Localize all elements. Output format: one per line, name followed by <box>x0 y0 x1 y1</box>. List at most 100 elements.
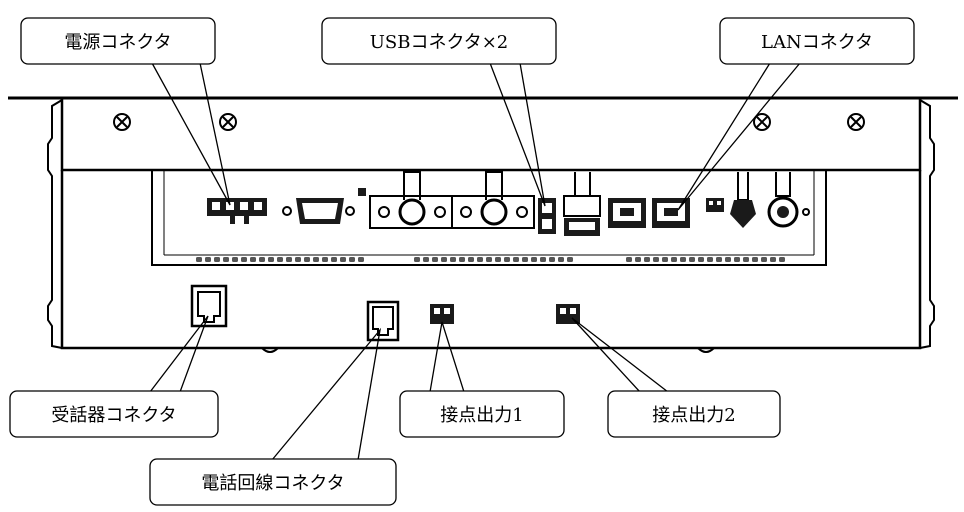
foot-left <box>261 347 279 353</box>
vent-slot <box>626 257 632 262</box>
ethernet-port-1 <box>608 198 646 228</box>
vent-slot <box>540 257 546 262</box>
vent-slot <box>423 257 429 262</box>
callout-lan-label: LANコネクタ <box>761 32 873 53</box>
vent-slot <box>558 257 564 262</box>
vent-slot <box>662 257 668 262</box>
callout-phone-line-label: 電話回線コネクタ <box>201 473 344 494</box>
vent-slot <box>513 257 519 262</box>
callout-handset: 受話器コネクタ <box>9 390 219 438</box>
vent-slot <box>689 257 695 262</box>
vent-slot <box>304 257 310 262</box>
callout-usb-label: USBコネクタ×2 <box>370 32 509 53</box>
screw-icon <box>113 113 131 131</box>
vent-slot <box>504 257 510 262</box>
vent-slot <box>205 257 211 262</box>
vent-slot <box>414 257 420 262</box>
vent-slot <box>196 257 202 262</box>
callout-contact2-label: 接点出力2 <box>652 405 735 426</box>
callout-contact1: 接点出力1 <box>399 390 565 438</box>
leader-phone-line <box>271 327 382 461</box>
handset-jack <box>190 284 228 328</box>
vent-slot <box>268 257 274 262</box>
vent-slot <box>486 257 492 262</box>
vent-slot <box>232 257 238 262</box>
vent-slots <box>196 257 785 262</box>
vent-slot <box>286 257 292 262</box>
vent-slot <box>522 257 528 262</box>
callout-power: 電源コネクタ <box>20 17 216 65</box>
leader-lan <box>677 62 801 211</box>
vent-slot <box>223 257 229 262</box>
vent-slot <box>680 257 686 262</box>
vent-slot <box>653 257 659 262</box>
callout-contact2: 接点出力2 <box>607 390 781 438</box>
screw-icon <box>219 113 237 131</box>
vent-slot <box>450 257 456 262</box>
bnc-module-2 <box>451 171 535 229</box>
vent-slot <box>752 257 758 262</box>
connector-panel <box>151 169 827 266</box>
power-terminal-block <box>207 198 267 224</box>
vent-slot <box>313 257 319 262</box>
vent-slot <box>349 257 355 262</box>
vent-slot <box>277 257 283 262</box>
device-chassis <box>8 96 958 353</box>
callout-lan: LANコネクタ <box>719 17 915 65</box>
vent-slot <box>734 257 740 262</box>
vent-slot <box>495 257 501 262</box>
left-flange <box>47 99 63 349</box>
vent-slot <box>432 257 438 262</box>
vent-slot <box>331 257 337 262</box>
chassis-lower-body <box>60 170 922 350</box>
bnc-module-1 <box>369 171 453 229</box>
vent-slot <box>250 257 256 262</box>
screw-icon <box>753 113 771 131</box>
antenna-connector-1 <box>730 172 756 228</box>
vent-slot <box>725 257 731 262</box>
vent-slot <box>716 257 722 262</box>
connector-panel-frame <box>151 170 827 266</box>
callout-usb: USBコネクタ×2 <box>321 17 557 65</box>
vent-slot <box>259 257 265 262</box>
serial-dsub-port <box>282 198 355 224</box>
vent-slot <box>340 257 346 262</box>
leader-contact2 <box>571 317 669 393</box>
vent-slot <box>567 257 573 262</box>
vent-slot <box>214 257 220 262</box>
vent-slot <box>358 257 364 262</box>
vent-slot <box>477 257 483 262</box>
contact-output-1-terminal <box>430 304 454 324</box>
vent-slot <box>549 257 555 262</box>
vent-slot <box>698 257 704 262</box>
leader-handset <box>149 315 209 393</box>
indicator-mark <box>358 188 366 196</box>
vent-slot <box>644 257 650 262</box>
vent-slot <box>779 257 785 262</box>
vent-slot <box>468 257 474 262</box>
foot-right <box>697 347 715 353</box>
screw-icon <box>847 113 865 131</box>
vent-slot <box>241 257 247 262</box>
vent-slot <box>635 257 641 262</box>
callout-power-label: 電源コネクタ <box>64 32 171 53</box>
vent-slot <box>743 257 749 262</box>
cable-module <box>563 172 601 236</box>
leader-power <box>151 62 231 206</box>
vent-slot <box>441 257 447 262</box>
vent-slot <box>671 257 677 262</box>
leader-contact1 <box>429 321 465 393</box>
leader-lines <box>149 62 801 461</box>
callout-handset-label: 受話器コネクタ <box>51 405 176 426</box>
antenna-connector-2 <box>767 172 810 228</box>
right-flange <box>919 99 935 349</box>
leader-usb <box>489 62 546 207</box>
vent-slot <box>770 257 776 262</box>
vent-slot <box>707 257 713 262</box>
vent-slot <box>761 257 767 262</box>
vent-slot <box>531 257 537 262</box>
callout-contact1-label: 接点出力1 <box>440 405 523 426</box>
small-terminal <box>706 198 724 212</box>
vent-slot <box>295 257 301 262</box>
